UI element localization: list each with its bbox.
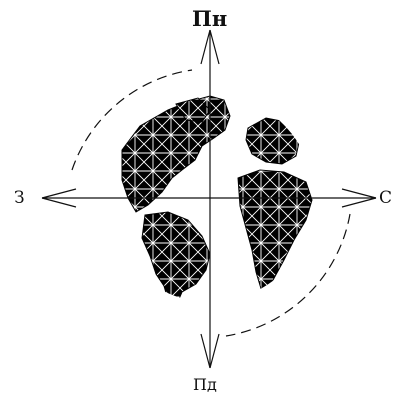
east-label: С: [379, 190, 392, 207]
north-label: Пн: [192, 8, 227, 29]
south-label: Пд: [193, 377, 217, 393]
west-label: З: [14, 190, 25, 207]
